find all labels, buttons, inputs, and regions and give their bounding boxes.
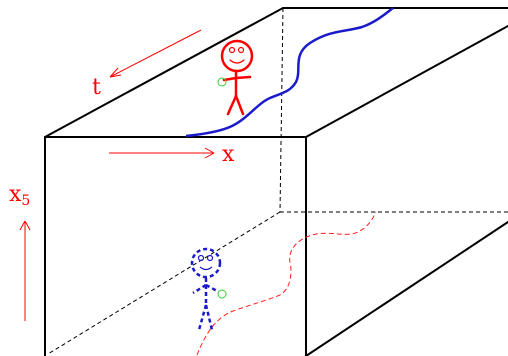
bottom-figure-eye-left [197, 254, 205, 262]
top-figure-arm-left [222, 76, 238, 82]
bottom-figure-leg-left [197, 304, 208, 331]
top-figure-arm-right [234, 75, 252, 80]
bottom-figure-leg-right [204, 304, 214, 331]
x5-axis-arrow [19, 220, 31, 321]
top-figure-eye-right [237, 46, 245, 54]
top-left-edge [44, 7, 284, 138]
t-axis-arrow [109, 29, 202, 78]
box-hidden-edges [47, 7, 508, 355]
top-figure-leg-left [226, 94, 238, 116]
top-figure-head [220, 39, 254, 73]
brane-curve [185, 7, 394, 138]
bulk-curve [196, 211, 377, 356]
bottom-figure-arm-right [205, 283, 220, 294]
bottom-figure-arm-left [192, 283, 207, 295]
stick-figure-bottom [190, 247, 222, 331]
bottom-right-edge [305, 221, 508, 356]
t-axis-label: t [92, 75, 101, 100]
top-figure-smile [229, 59, 245, 64]
top-right-edge [305, 25, 508, 138]
top-figure-eye-left [228, 46, 236, 54]
bottom-figure-ball [217, 289, 227, 299]
x-axis-arrow [109, 147, 215, 159]
x5-axis-label: x5 [9, 182, 30, 209]
box-solid-edges [44, 7, 508, 356]
bottom-figure-head [190, 247, 222, 279]
top-figure-leg-right [234, 94, 245, 116]
hidden-vertical-edge [279, 7, 284, 213]
stick-figure-top [220, 39, 254, 116]
top-figure-ball [217, 77, 227, 87]
x5-subscript: 5 [21, 193, 30, 209]
x-axis-label: x [222, 142, 235, 167]
x5-main: x [9, 182, 22, 207]
hidden-bottom-left-edge [47, 211, 281, 355]
bottom-figure-smile [199, 266, 213, 271]
bottom-figure-eye-right [206, 254, 214, 262]
